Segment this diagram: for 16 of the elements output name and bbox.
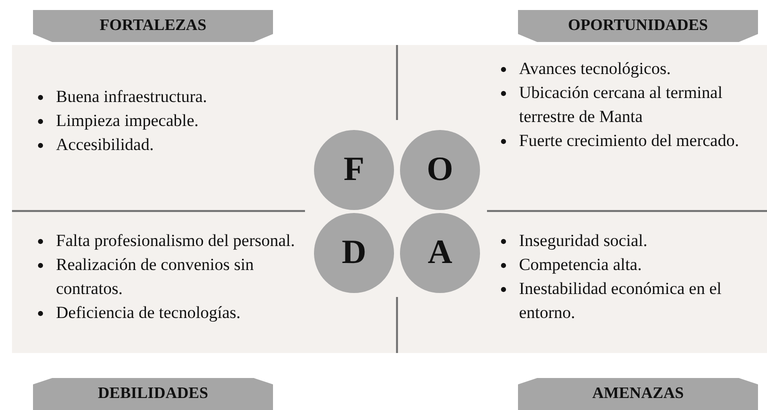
bullet-text: Limpieza impecable.	[56, 111, 199, 130]
bullet-text: Avances tecnológicos.	[519, 59, 671, 78]
bullet-text: Buena infraestructura.	[56, 87, 208, 106]
bullet-text: Realización de convenios sin contratos.	[56, 255, 254, 298]
heading-tab: FORTALEZAS	[33, 10, 273, 42]
bullet-text: Falta profesionalismo del personal.	[56, 231, 295, 250]
heading-tab: OPORTUNIDADES	[518, 10, 758, 42]
bullet-text: Fuerte crecimiento del mercado.	[519, 131, 739, 150]
bullet-text: Accesibilidad.	[56, 135, 154, 154]
bullet-text: Ubicación cercana al terminal terrestre de Manta	[519, 83, 722, 126]
bullet-text: Inestabilidad económica en el entorno.	[519, 279, 722, 322]
bullet-text: Competencia alta.	[519, 255, 642, 274]
heading-tab: AMENAZAS	[518, 378, 758, 410]
bullet-text: Deficiencia de tecnologías.	[56, 303, 241, 322]
bullet-text: Inseguridad social.	[519, 231, 648, 250]
heading-tab: DEBILIDADES	[33, 378, 273, 410]
